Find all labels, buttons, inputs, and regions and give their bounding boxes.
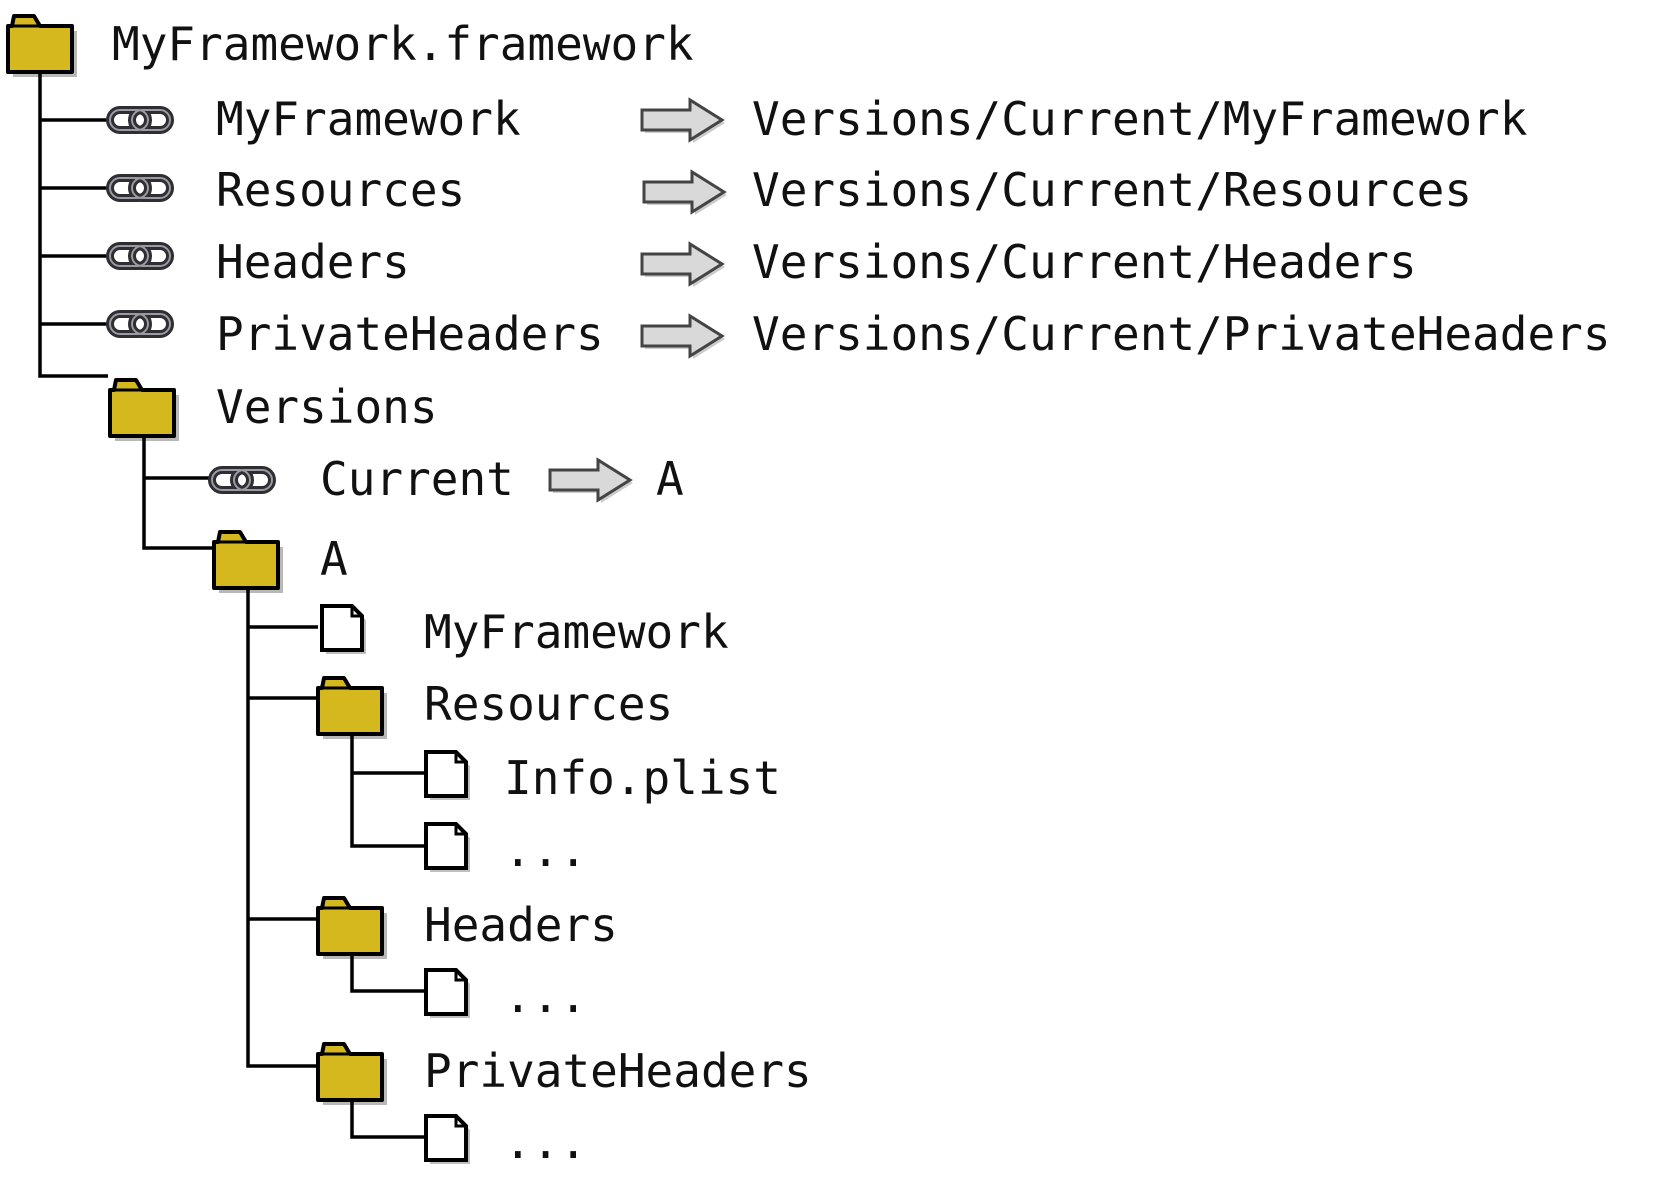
versions-folder-label: Versions: [216, 380, 438, 434]
link-label-privateheaders: PrivateHeaders: [216, 307, 604, 361]
link-icon: [110, 178, 170, 198]
right-arrow-icon: [640, 314, 727, 361]
file-icon: [320, 604, 368, 656]
link-label-myframework: MyFramework: [216, 92, 521, 146]
link-target-resources: Versions/Current/Resources: [752, 163, 1472, 217]
file-icon: [424, 822, 472, 874]
link-target-myframework: Versions/Current/MyFramework: [752, 92, 1527, 146]
right-arrow-icon: [640, 98, 727, 145]
link-target-current: A: [656, 452, 684, 506]
link-icon: [110, 110, 170, 130]
resources-folder-label: Resources: [424, 677, 673, 731]
link-label-current: Current: [320, 452, 514, 506]
folder-icon: [316, 896, 389, 961]
tree-lines: [38, 62, 424, 1139]
link-icon: [212, 470, 272, 490]
right-arrow-icon: [640, 242, 727, 289]
link-icon: [110, 246, 170, 266]
privateheaders-folder-label: PrivateHeaders: [424, 1044, 812, 1098]
binary-file-label: MyFramework: [424, 605, 729, 659]
link-icon: [110, 314, 170, 334]
link-target-headers: Versions/Current/Headers: [752, 235, 1417, 289]
headers-folder-label: Headers: [424, 898, 618, 952]
right-arrow-icon: [548, 458, 635, 505]
file-icon: [424, 1114, 472, 1166]
headers-more-files-label: ...: [504, 969, 587, 1023]
link-target-privateheaders: Versions/Current/PrivateHeaders: [752, 307, 1611, 361]
folder-icon: [108, 378, 181, 443]
privateheaders-more-files-label: ...: [504, 1115, 587, 1169]
right-arrow-icon: [642, 170, 729, 217]
file-icon: [424, 750, 472, 802]
resources-more-files-label: ...: [504, 823, 587, 877]
folder-icon: [6, 14, 79, 79]
link-label-resources: Resources: [216, 163, 465, 217]
folder-icon: [212, 530, 285, 595]
version-a-folder-label: A: [320, 532, 348, 586]
root-folder-label: MyFramework.framework: [112, 17, 694, 71]
info-plist-label: Info.plist: [504, 751, 781, 805]
folder-icon: [316, 676, 389, 741]
file-icon: [424, 968, 472, 1020]
folder-icon: [316, 1042, 389, 1107]
link-label-headers: Headers: [216, 235, 410, 289]
